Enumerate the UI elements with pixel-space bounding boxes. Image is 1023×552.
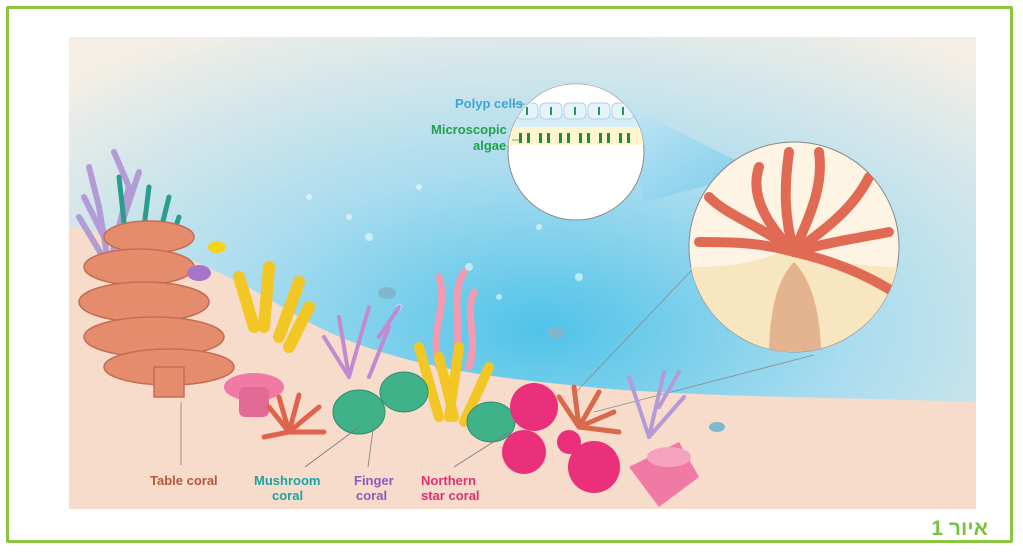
label-finger-coral-2: coral [356, 488, 387, 503]
coral-reef-illustration: Polyp cells Microscopic algae Table cora… [69, 37, 976, 509]
label-polyp-cells: Polyp cells [455, 96, 523, 111]
label-microscopic-algae-1: Microscopic [431, 122, 507, 137]
label-microscopic-algae-2: algae [473, 138, 506, 153]
cell-magnifier [508, 84, 644, 220]
label-finger-coral-1: Finger [354, 473, 394, 488]
figure-caption: איור 1 [931, 517, 988, 541]
figure-frame: Polyp cells Microscopic algae Table cora… [6, 6, 1013, 543]
label-table-coral: Table coral [150, 473, 218, 488]
label-mushroom-coral-1: Mushroom [254, 473, 320, 488]
label-northern-star-1: Northern [421, 473, 476, 488]
label-northern-star-2: star coral [421, 488, 480, 503]
label-mushroom-coral-2: coral [272, 488, 303, 503]
